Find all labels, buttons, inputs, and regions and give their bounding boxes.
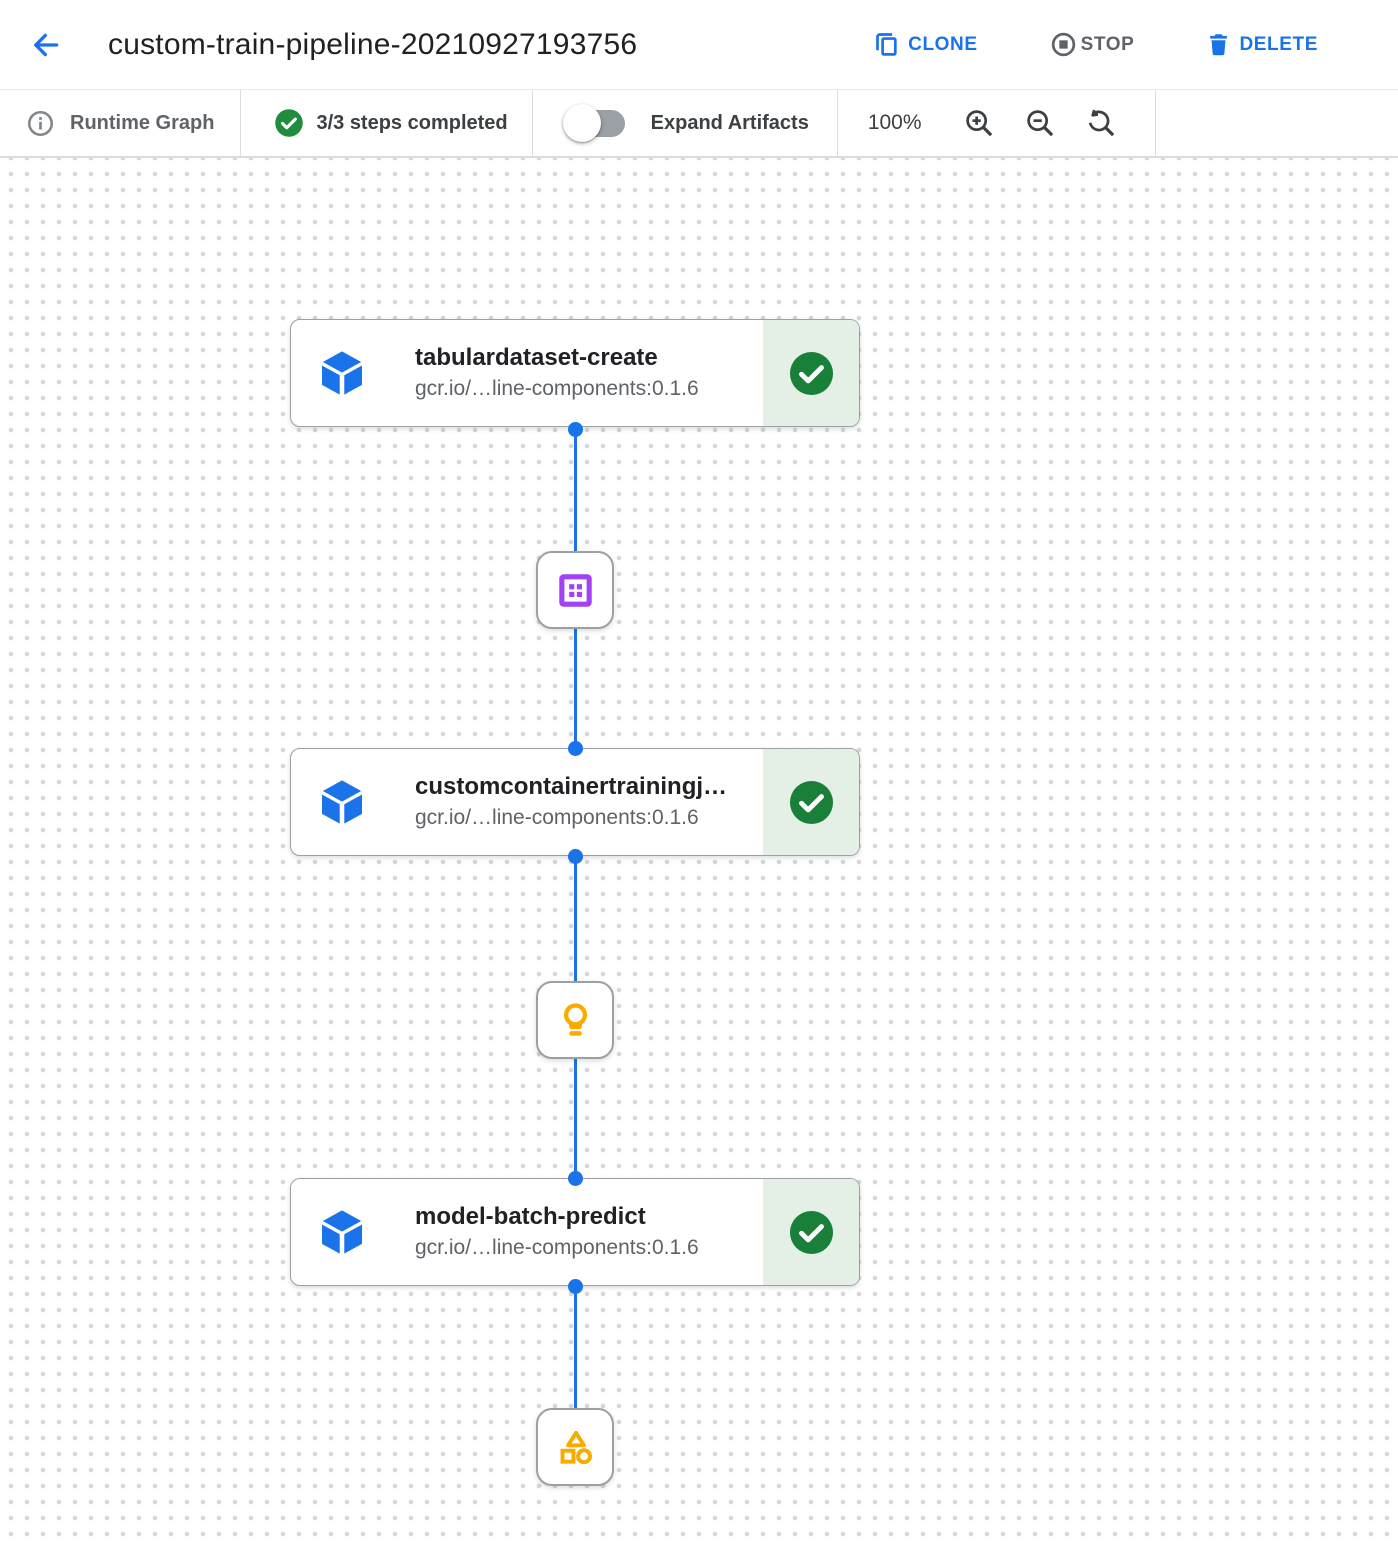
expand-artifacts-toggle[interactable]	[562, 103, 627, 143]
artifact-node-batch-prediction[interactable]	[536, 1408, 614, 1486]
step-subtitle: gcr.io/…line-components:0.1.6	[415, 805, 699, 829]
step-status-badge	[763, 1179, 859, 1285]
model-icon	[555, 1000, 596, 1041]
step-node-model-batch-predict[interactable]: model-batch-predict gcr.io/…line-compone…	[290, 1178, 860, 1286]
toggle-thumb	[562, 104, 601, 142]
delete-button[interactable]: DELETE	[1202, 26, 1322, 63]
step-title: model-batch-predict	[415, 1202, 646, 1230]
step-title: customcontainertrainingj…	[415, 772, 728, 800]
port-dot	[567, 740, 583, 756]
dataset-icon	[555, 570, 596, 611]
steps-completed-check-icon	[274, 108, 304, 138]
delete-label: DELETE	[1239, 33, 1318, 55]
clone-label: CLONE	[908, 33, 978, 55]
component-cube-icon	[317, 776, 367, 828]
zoom-reset-icon[interactable]	[1084, 106, 1119, 141]
info-icon[interactable]	[24, 107, 57, 140]
graph-toolbar: Runtime Graph 3/3 steps completed Expand…	[0, 90, 1398, 158]
port-dot	[567, 421, 583, 437]
clone-icon	[875, 32, 900, 57]
steps-completed-label: 3/3 steps completed	[316, 111, 508, 134]
port-dot	[567, 848, 583, 864]
step-node-customcontainertrainingjob[interactable]: customcontainertrainingj… gcr.io/…line-c…	[290, 748, 860, 856]
toolbar-divider	[240, 90, 242, 156]
edge-step3-to-artifact	[573, 1286, 577, 1410]
stop-icon	[1050, 31, 1077, 58]
runtime-graph-label: Runtime Graph	[70, 111, 215, 134]
success-check-icon	[788, 350, 835, 397]
runtime-graph-group: Runtime Graph	[0, 90, 240, 156]
step-subtitle: gcr.io/…line-components:0.1.6	[415, 376, 699, 400]
artifact-node-model[interactable]	[536, 981, 614, 1059]
step-subtitle: gcr.io/…line-components:0.1.6	[415, 1235, 699, 1259]
success-check-icon	[788, 779, 835, 826]
success-check-icon	[788, 1209, 835, 1256]
delete-trash-icon	[1206, 32, 1231, 57]
step-title: tabulardataset-create	[415, 343, 658, 371]
zoom-out-icon[interactable]	[1023, 106, 1058, 141]
component-cube-icon	[317, 347, 367, 399]
toolbar-divider	[1154, 90, 1156, 156]
zoom-controls-group: 100%	[838, 90, 1155, 156]
stop-label: STOP	[1080, 33, 1135, 55]
port-dot	[567, 1170, 583, 1186]
toolbar-divider	[531, 90, 533, 156]
header: custom-train-pipeline-20210927193756 CLO…	[0, 0, 1398, 90]
port-dot	[567, 1278, 583, 1294]
clone-button[interactable]: CLONE	[871, 26, 982, 63]
page-title: custom-train-pipeline-20210927193756	[108, 27, 638, 61]
expand-artifacts-group: Expand Artifacts	[533, 90, 837, 156]
back-button[interactable]	[24, 23, 68, 67]
artifact-node-dataset[interactable]	[536, 551, 614, 629]
step-status-badge	[763, 320, 859, 426]
arrow-back-icon	[30, 29, 62, 61]
shapes-icon	[555, 1427, 596, 1468]
expand-artifacts-label: Expand Artifacts	[650, 111, 809, 134]
component-cube-icon	[317, 1206, 367, 1258]
toolbar-divider	[836, 90, 838, 156]
stop-button[interactable]: STOP	[1046, 25, 1139, 64]
header-actions: CLONE STOP DELETE	[871, 25, 1322, 64]
steps-status-group: 3/3 steps completed	[241, 90, 531, 156]
zoom-in-icon[interactable]	[962, 106, 997, 141]
step-node-tabulardataset-create[interactable]: tabulardataset-create gcr.io/…line-compo…	[290, 319, 860, 427]
pipeline-graph-canvas[interactable]: tabulardataset-create gcr.io/…line-compo…	[0, 158, 1398, 1544]
zoom-level: 100%	[867, 111, 922, 134]
step-status-badge	[763, 749, 859, 855]
